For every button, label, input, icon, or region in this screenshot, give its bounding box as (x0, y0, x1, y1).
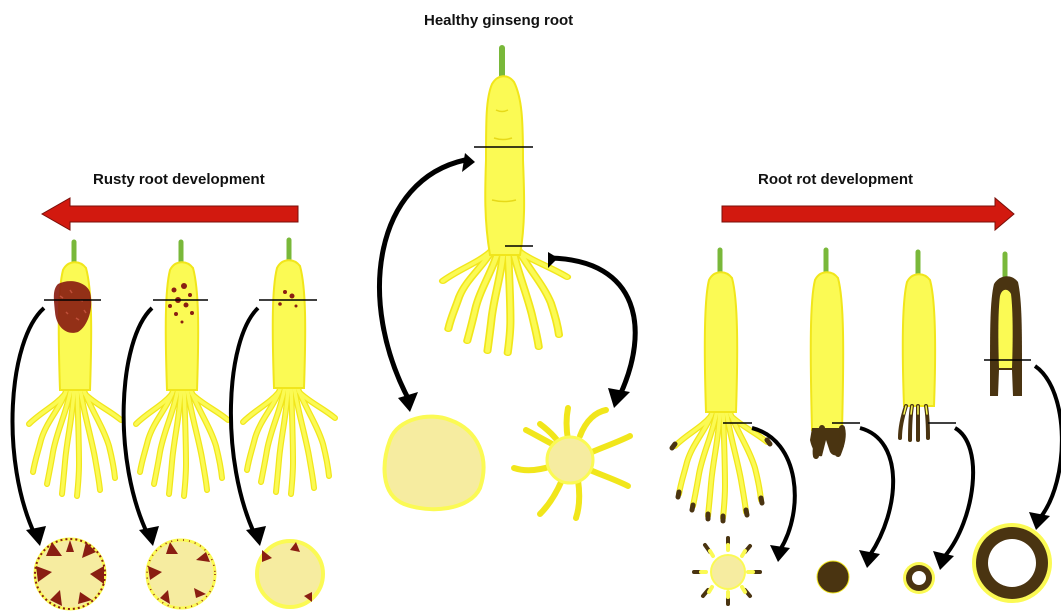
rot-cross-section-3 (903, 562, 935, 594)
rot-cross-section-2 (817, 561, 849, 593)
rot-root-stage-1 (672, 250, 770, 521)
rot-cross-section-1 (694, 538, 760, 604)
rot-root-stage-3 (900, 252, 956, 440)
healthy-upper-curved-arrow (379, 160, 465, 402)
healthy-root (443, 48, 567, 353)
rot-2-curved-arrow (860, 428, 893, 555)
rusty-cross-section-moderate (147, 540, 215, 608)
rot-3-curved-arrow (945, 428, 973, 556)
healthy-lower-cross-section (514, 408, 630, 518)
rot-progression-arrow (722, 198, 1014, 230)
healthy-upper-cross-section (385, 417, 484, 510)
rot-root-stage-2 (810, 250, 860, 456)
rusty-cross-section-severe (35, 539, 105, 609)
rot-4-curved-arrow (1035, 366, 1061, 518)
rusty-progression-arrow (42, 198, 298, 230)
healthy-lower-curved-arrow (550, 258, 635, 395)
rusty-root-stage-2 (136, 242, 228, 496)
rot-root-stage-4 (984, 254, 1031, 396)
rusty-root-stage-1 (243, 240, 335, 494)
rusty-root-stage-3 (29, 242, 121, 496)
rusty-cross-section-mild (257, 541, 323, 607)
rot-cross-section-4 (972, 523, 1052, 603)
